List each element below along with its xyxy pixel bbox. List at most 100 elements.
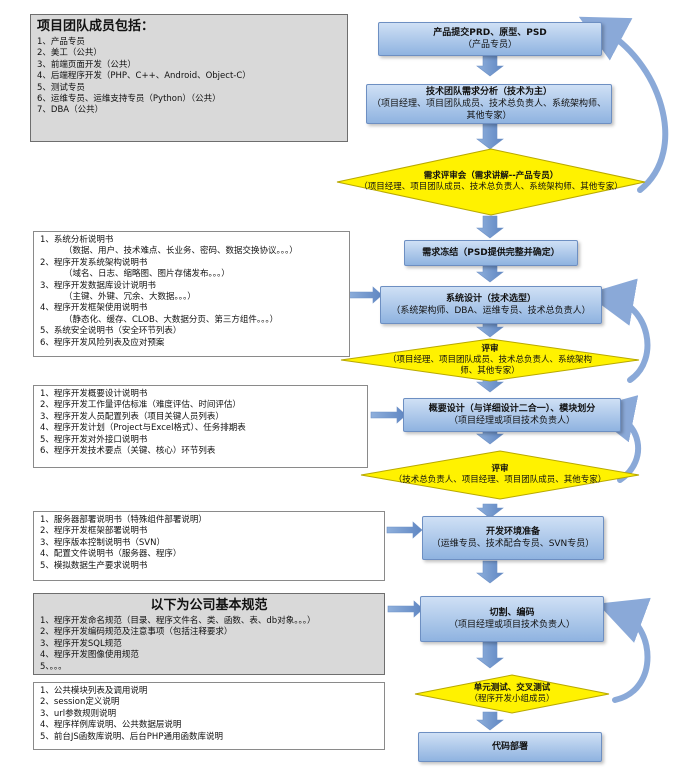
step-title: 产品提交PRD、原型、PSD xyxy=(433,28,547,38)
list-item: 1、系统分析说明书 xyxy=(40,235,114,245)
design-docs-box: 1、系统分析说明书（数据、用户、技术难点、长业务、密码、数据交换协议。。。）2、… xyxy=(33,231,350,357)
list-item: 1、程序开发概要设计说明书 xyxy=(40,389,148,399)
list-item: 1、产品专员 xyxy=(37,37,85,47)
list-item: 5、测试专员 xyxy=(37,82,85,93)
arrow-down xyxy=(476,711,504,731)
list-item: 2、程序开发系统架构说明书 xyxy=(40,257,148,268)
list-item: 4、程序开发框架使用说明书 xyxy=(40,303,148,314)
arrow-down xyxy=(476,122,504,150)
list-item: 4、程序样例库说明、公共数据层说明 xyxy=(40,720,182,731)
arrow-down xyxy=(476,322,504,338)
step-roles: （产品专员） xyxy=(462,40,517,50)
design-docs-list: 1、系统分析说明书（数据、用户、技术难点、长业务、密码、数据交换协议。。。）2、… xyxy=(40,235,343,349)
decision-title: 评审 xyxy=(491,464,509,474)
list-item: 5、程序开发对外接口说明书 xyxy=(40,434,148,445)
list-item: 3、程序版本控制说明书（SVN） xyxy=(40,537,165,548)
list-item: 1、服务器部署说明书（特殊组件部署说明） xyxy=(40,515,207,525)
step-prd-submission: 产品提交PRD、原型、PSD （产品专员） xyxy=(378,22,602,56)
list-item: 2、session定义说明 xyxy=(40,697,120,708)
list-item: 6、程序开发风险列表及应对预案 xyxy=(40,337,165,348)
arrow-down xyxy=(476,560,504,584)
list-item: 3、程序开发数据库设计说明书 xyxy=(40,280,156,291)
list-item: 4、配置文件说明书（服务器、程序） xyxy=(40,549,182,560)
list-item: 5、模拟数据生产要求说明书 xyxy=(40,560,148,571)
step-coding: 切割、编码 （项目经理或项目技术负责人） xyxy=(420,596,604,642)
decision-roles: （技术总负责人、项目经理、项目团队成员、其他专家） xyxy=(393,475,607,485)
list-item: 3、程序开发SQL规范 xyxy=(40,638,122,649)
list-item: （静态化、缓存、CLOB、大数据分页、第三方组件。。。） xyxy=(64,314,279,325)
doc-connector xyxy=(370,406,407,424)
step-title: 代码部署 xyxy=(491,742,528,752)
arrow-down xyxy=(476,431,504,445)
decision-review-2: 评审 （技术总负责人、项目经理、项目团队成员、其他专家） xyxy=(360,450,640,500)
company-standards-heading: 以下为公司基本规范 xyxy=(150,598,268,613)
list-item: 1、程序开发命名规范（目录、程序文件名、类、函数、表、db对象。。。） xyxy=(40,616,316,626)
arrow-down xyxy=(476,55,504,77)
loop-arrow xyxy=(597,597,651,703)
decision-title: 单元测试、交叉测试 xyxy=(473,683,551,693)
decision-roles: （项目经理、项目团队成员、技术总负责人、系统架构师、其他专家） xyxy=(387,354,592,376)
decision-requirements-review: 需求评审会（需求讲解--产品专员） （项目经理、项目团队成员、技术总负责人、系统… xyxy=(336,148,646,216)
company-standards-list: 1、程序开发命名规范（目录、程序文件名、类、函数、表、db对象。。。）2、程序开… xyxy=(40,616,378,673)
step-requirement-analysis: 技术团队需求分析（技术为主） （项目经理、项目团队成员、技术总负责人、系统架构师… xyxy=(366,84,612,124)
decision-unit-testing: 单元测试、交叉测试 （程序开发小组成员） xyxy=(414,674,610,714)
loop-arrow xyxy=(578,16,669,193)
step-title: 开发环境准备 xyxy=(485,527,540,537)
list-item: 1、公共模块列表及调用说明 xyxy=(40,686,148,696)
list-item: （主键、外键、冗余、大数据。。。） xyxy=(64,292,196,303)
list-item: （域名、日志、缩略图、图片存储发布。。。） xyxy=(64,269,230,280)
step-title: 系统设计（技术选型） xyxy=(445,294,536,304)
arrow-down xyxy=(476,215,504,239)
step-title: 技术团队需求分析（技术为主） xyxy=(425,87,552,97)
step-outline-design: 概要设计（与详细设计二合一）、模块划分 （项目经理或项目技术负责人） xyxy=(403,398,621,432)
team-members-heading: 项目团队成员包括： xyxy=(37,19,155,34)
list-item: 7、DBA（公共） xyxy=(37,105,104,116)
step-roles: （项目经理、项目团队成员、技术总负责人、系统架构师、其他专家） xyxy=(371,99,606,121)
step-dev-environment: 开发环境准备 （运维专员、技术配合专员、SVN专员） xyxy=(422,516,604,560)
step-system-design: 系统设计（技术选型） （系统架构师、DBA、运维专员、技术总负责人） xyxy=(380,286,602,324)
decision-review-1: 评审 （项目经理、项目团队成员、技术总负责人、系统架构师、其他专家） xyxy=(340,338,640,382)
step-requirement-freeze: 需求冻结（PSD提供完整并确定） xyxy=(404,240,578,266)
arrow-down xyxy=(476,641,504,669)
list-item: 4、后端程序开发（PHP、C++、Android、Object-C） xyxy=(37,71,251,82)
list-item: 3、前端页面开发（公共） xyxy=(37,59,136,70)
doc-connector xyxy=(386,521,423,539)
list-item: 4、程序开发计划（Project与Excel格式）、任务排期表 xyxy=(40,423,246,434)
list-item: 3、url参数规则说明 xyxy=(40,708,117,719)
list-item: 5、前台JS函数库说明、后台PHP通用函数库说明 xyxy=(40,731,223,742)
step-roles: （系统架构师、DBA、运维专员、技术总负责人） xyxy=(391,306,591,316)
arrow-down xyxy=(476,265,504,283)
doc-connector xyxy=(346,286,383,304)
step-title: 需求冻结（PSD提供完整并确定） xyxy=(422,248,560,258)
step-title: 概要设计（与详细设计二合一）、模块划分 xyxy=(428,404,596,414)
step-title: 切割、编码 xyxy=(489,608,535,618)
decision-title: 评审 xyxy=(481,343,499,354)
list-item: 6、运维专员、运维支持专员（Python）（公共） xyxy=(37,94,221,105)
loop-arrow xyxy=(586,278,651,383)
list-item: （数据、用户、技术难点、长业务、密码、数据交换协议。。。） xyxy=(64,246,298,257)
doc-connector xyxy=(387,600,424,618)
decision-title: 需求评审会（需求讲解--产品专员） xyxy=(423,171,559,181)
step-roles: （项目经理或项目技术负责人） xyxy=(448,620,575,630)
list-item: 4、程序开发图像使用规范 xyxy=(40,650,139,661)
decision-roles: （项目经理、项目团队成员、技术总负责人、系统架构师、其他专家） xyxy=(359,182,623,192)
arrow-down xyxy=(476,503,504,519)
company-standards-box: 以下为公司基本规范 1、程序开发命名规范（目录、程序文件名、类、函数、表、db对… xyxy=(33,593,385,675)
step-roles: （运维专员、技术配合专员、SVN专员） xyxy=(431,539,595,549)
list-item: 6、程序开发技术要点（关键、核心）环节列表 xyxy=(40,446,216,457)
step-code-deploy: 代码部署 xyxy=(418,732,602,762)
step-roles: （项目经理或项目技术负责人） xyxy=(448,416,575,426)
list-item: 2、美工（公共） xyxy=(37,48,102,59)
decision-roles: （程序开发小组成员） xyxy=(469,694,555,704)
list-item: 2、程序开发编码规范及注意事项（包括注释要求） xyxy=(40,627,233,638)
list-item: 5、系统安全说明书（安全环节列表） xyxy=(40,326,182,337)
